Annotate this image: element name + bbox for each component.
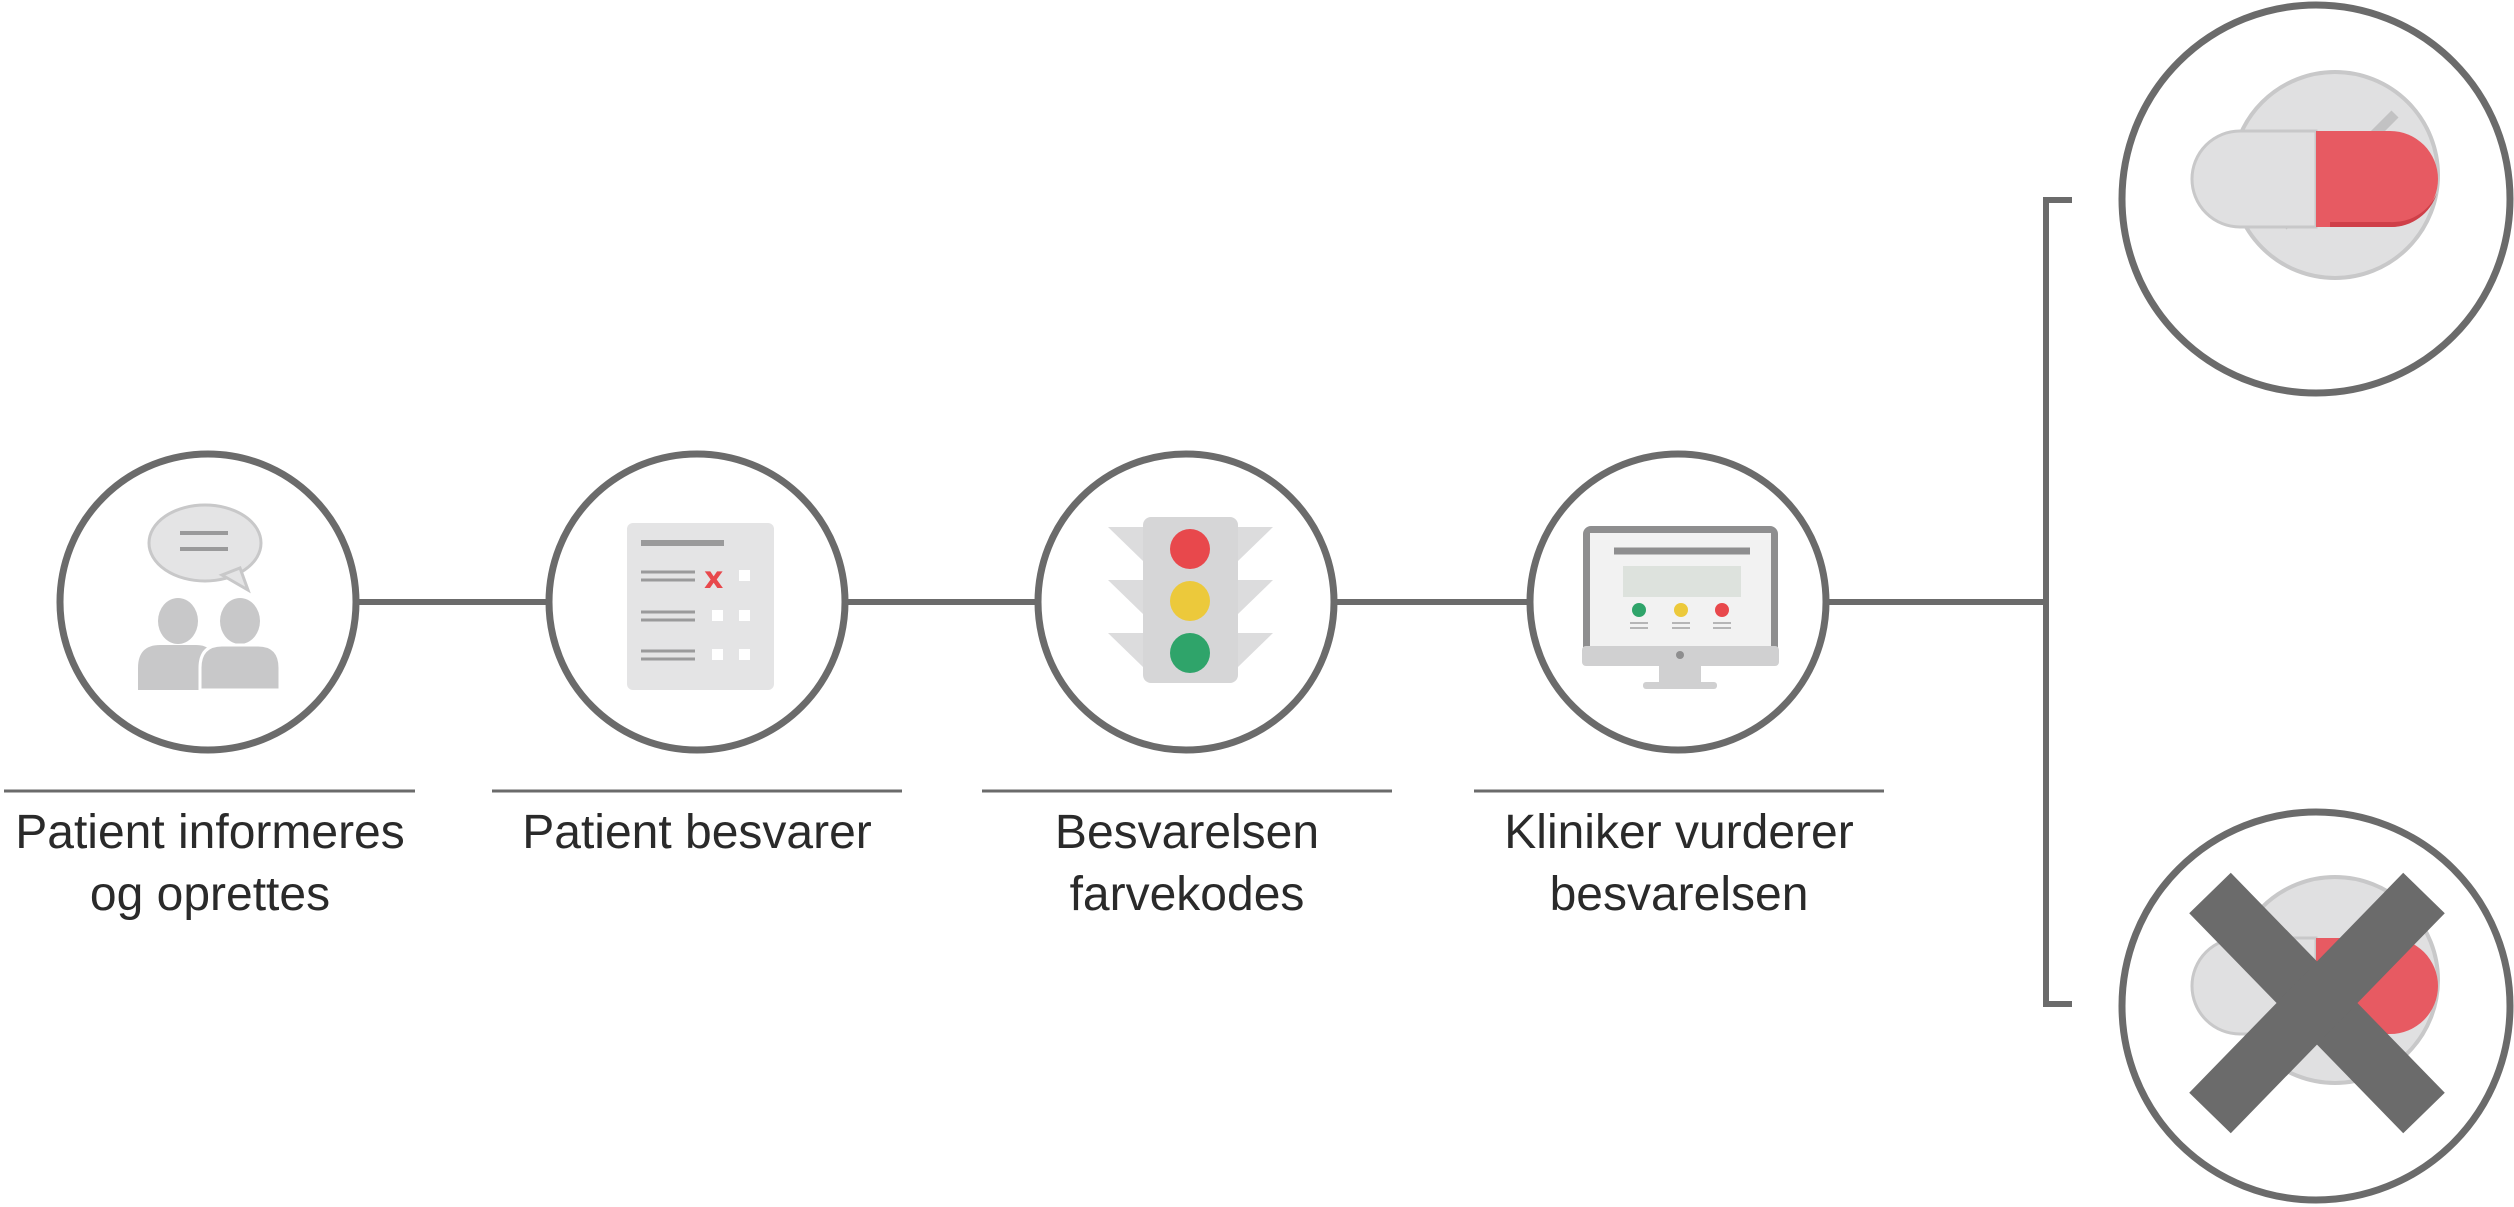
people-chat-icon: [138, 503, 282, 692]
svg-text:x: x: [704, 561, 723, 596]
step-color-label-line2: farvekodes: [1069, 868, 1305, 921]
outcome-medicine-circle: [2118, 1, 2514, 397]
connectors: [358, 197, 2072, 1007]
step-color-label: Besvarelsen farvekodes: [977, 802, 1397, 926]
step-assess-label-line2: besvarelsen: [1549, 868, 1809, 921]
step-answer-label: Patient besvarer: [487, 802, 907, 864]
step-answer-circle: x: [545, 450, 849, 754]
step-inform-label-line1: Patient informeres: [15, 806, 405, 859]
step-inform-label: Patient informeres og oprettes: [0, 802, 420, 926]
step-inform-circle: [56, 450, 360, 754]
traffic-light-icon: [1108, 517, 1273, 683]
step-color-label-line1: Besvarelsen: [1054, 806, 1320, 859]
step-assess-label-line1: Kliniker vurderer: [1504, 806, 1854, 859]
step-assess-circle: [1526, 450, 1830, 754]
step-assess-label: Kliniker vurderer besvarelsen: [1469, 802, 1889, 926]
outcome-no-medicine-circle: [2118, 808, 2514, 1204]
step-inform-label-line2: og oprettes: [89, 868, 331, 921]
questionnaire-icon: x: [627, 523, 774, 690]
medicine-pills-icon: [2190, 70, 2440, 280]
step-answer-label-line1: Patient besvarer: [522, 806, 872, 859]
branch-bracket: [2043, 197, 2072, 1007]
crossed-out-pills-icon: [2189, 872, 2445, 1134]
step-color-circle: [1034, 450, 1338, 754]
monitor-icon: [1582, 526, 1779, 689]
cross-mark: [2189, 872, 2445, 1134]
